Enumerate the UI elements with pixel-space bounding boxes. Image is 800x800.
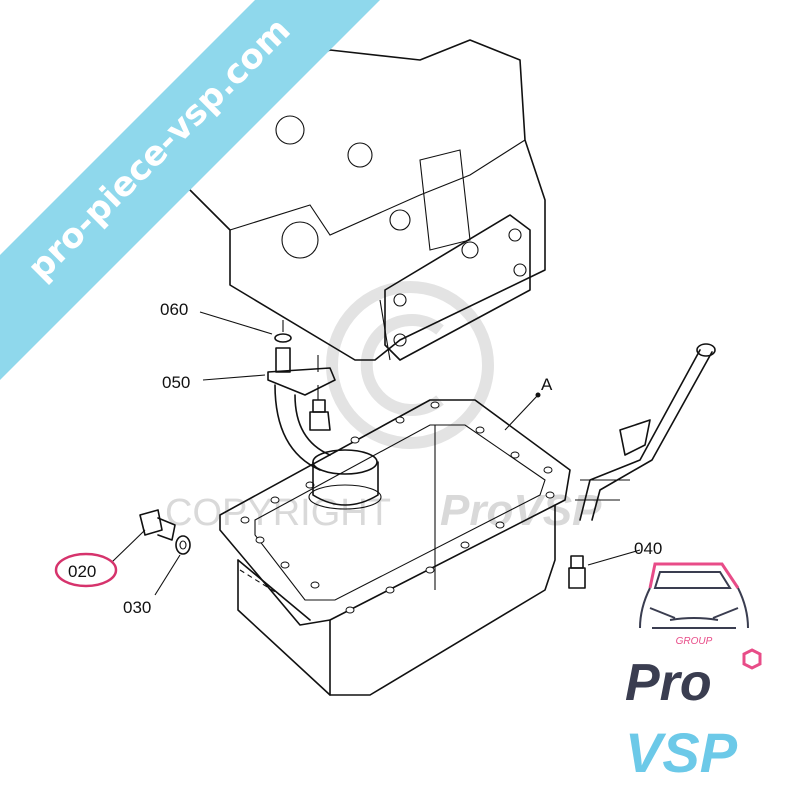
callout-050: 050 bbox=[162, 373, 190, 392]
callout-040: 040 bbox=[634, 539, 662, 558]
callout-020: 020 bbox=[68, 562, 96, 581]
logo-group: GROUP bbox=[676, 636, 713, 647]
oil-strainer-pipe bbox=[267, 320, 382, 510]
dipstick bbox=[568, 343, 716, 589]
hex-nut-icon bbox=[742, 648, 762, 670]
car-outline-icon bbox=[639, 562, 749, 629]
drain-plug bbox=[139, 509, 191, 555]
banner-text: pro-piece-vsp.com bbox=[20, 10, 298, 288]
oil-pan bbox=[219, 399, 571, 696]
engine-block bbox=[184, 39, 546, 361]
logo-vsp: VSP bbox=[625, 721, 738, 784]
brand-watermark: ProVSP bbox=[440, 486, 602, 535]
callout-030: 030 bbox=[123, 598, 151, 617]
highlight-circle-020 bbox=[54, 552, 118, 588]
provsp-logo: GROUP Pro VSP bbox=[625, 562, 762, 784]
callout-060: 060 bbox=[160, 300, 188, 319]
logo-pro: Pro bbox=[625, 654, 712, 712]
callout-A: A bbox=[541, 375, 553, 394]
leader-lines bbox=[111, 311, 641, 596]
website-banner: pro-piece-vsp.com bbox=[0, 0, 380, 380]
